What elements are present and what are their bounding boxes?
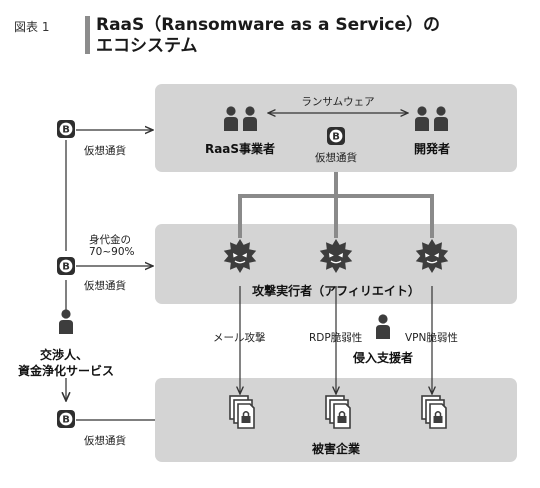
crypto-coin-icon-top <box>327 127 345 145</box>
left-crypto-label-1: 仮想通貨 <box>84 145 126 157</box>
ransom-share-label-2: 70~90% <box>89 246 135 258</box>
crypto-coin-icon-left-1 <box>57 120 75 138</box>
access-broker-label: 侵入支援者 <box>352 351 414 365</box>
rdp-label: RDP脆弱性 <box>309 332 363 344</box>
left-crypto-label-3: 仮想通貨 <box>84 435 126 447</box>
victims-label: 被害企業 <box>311 442 361 456</box>
title-line-1: RaaS（Ransomware as a Service）の <box>96 15 441 35</box>
locked-document-icon-2 <box>325 395 351 429</box>
raas-operator-icon <box>224 106 257 131</box>
figure-label: 図表 1 <box>14 20 50 34</box>
negotiator-label-1: 交渉人、 <box>39 348 89 362</box>
developer-icon <box>415 106 448 131</box>
locked-document-icon-3 <box>421 395 447 429</box>
vpn-label: VPN脆弱性 <box>405 332 458 344</box>
malware-icon-1 <box>223 238 257 274</box>
email-attack-label: メール攻撃 <box>213 332 266 344</box>
affiliates-label: 攻撃実行者（アフィリエイト） <box>252 284 420 298</box>
malware-icon-2 <box>319 238 353 274</box>
figure-title: RaaS（Ransomware as a Service）の エコシステム <box>96 15 440 57</box>
raas-operator-label: RaaS事業者 <box>204 142 276 156</box>
crypto-coin-icon-left-2 <box>57 257 75 275</box>
title-line-2: エコシステム <box>96 36 198 56</box>
negotiator-label-2: 資金浄化サービス <box>17 364 115 378</box>
ransom-share-label-1: 身代金の <box>89 234 131 246</box>
crypto-label-top: 仮想通貨 <box>315 152 357 164</box>
negotiator-icon <box>59 309 73 334</box>
left-crypto-label-2: 仮想通貨 <box>84 280 126 292</box>
locked-document-icon-1 <box>229 395 255 429</box>
developer-label: 開発者 <box>413 142 451 156</box>
raas-affiliate-connector <box>238 172 434 238</box>
access-broker-icon <box>376 314 390 339</box>
crypto-coin-icon-left-3 <box>57 410 75 428</box>
malware-icon-3 <box>415 238 449 274</box>
title-accent-bar <box>85 16 90 54</box>
ransomware-label: ランサムウェア <box>301 96 375 108</box>
